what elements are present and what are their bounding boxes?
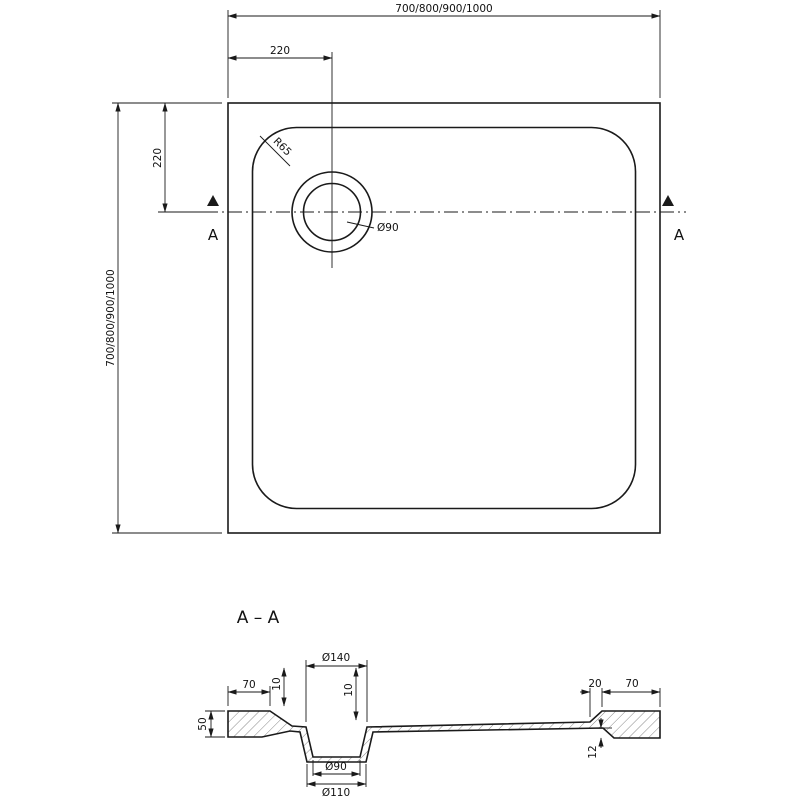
section-label-left: A <box>208 226 219 244</box>
dim-height-label: 700/800/900/1000 <box>105 269 117 366</box>
tray-outer-edge <box>227 102 661 534</box>
tray-inner-basin <box>251 126 637 510</box>
dim-drain-x-label: 220 <box>270 45 290 57</box>
rim-left-label: 70 <box>242 679 255 691</box>
top-view: 700/800/900/1000 220 700/800/900/1000 22… <box>105 3 686 534</box>
rim-thickness-label: 12 <box>587 745 599 758</box>
rim-right-label: 70 <box>625 678 638 690</box>
section-drain-dia-label: Ø90 <box>325 761 347 773</box>
radius-leader-line <box>259 135 291 167</box>
tray-cross-section <box>227 710 661 763</box>
drain-dia-leader <box>346 221 375 229</box>
outlet-dia-label: Ø110 <box>322 787 350 799</box>
recess-dia-label: Ø140 <box>322 652 350 664</box>
drain-dia-label: Ø90 <box>377 222 399 234</box>
offset-mid-label: 10 <box>343 683 355 696</box>
slope-right-label: 20 <box>588 678 601 690</box>
section-arrow-right <box>662 195 674 206</box>
offset-left-label: 10 <box>271 677 283 690</box>
dim-drain-y-label: 220 <box>152 148 164 168</box>
section-arrow-left <box>207 195 219 206</box>
radius-label: R65 <box>271 135 294 158</box>
section-view: A – A Ø140 70 10 10 20 70 50 <box>197 608 661 799</box>
height-left-label: 50 <box>197 717 209 730</box>
section-title: A – A <box>237 608 280 628</box>
section-label-right: A <box>674 226 685 244</box>
dim-width-label: 700/800/900/1000 <box>395 3 492 15</box>
